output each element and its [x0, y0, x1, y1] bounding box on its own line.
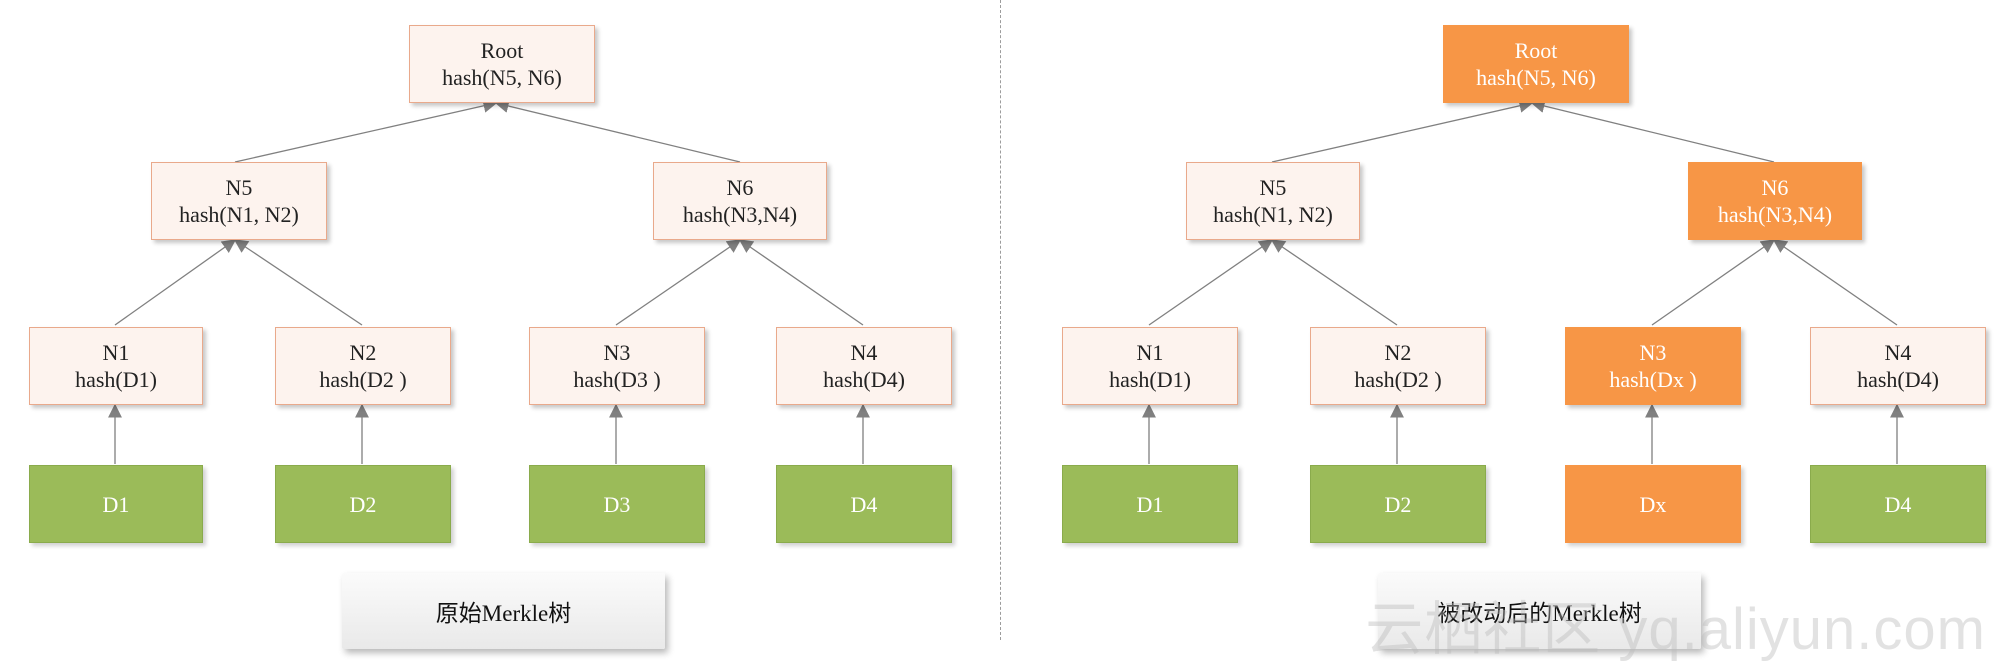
edge-n4-n6 — [738, 239, 864, 326]
watermark: 云栖社区 yq.aliyun.com — [1365, 597, 1986, 662]
data-label: D4 — [1884, 491, 1912, 517]
n5-node: N5 hash(N1, N2) — [1186, 162, 1360, 240]
node-title: N6 — [726, 175, 754, 200]
data-label: D4 — [850, 491, 878, 517]
n2-node: N2 hash(D2 ) — [1310, 327, 1486, 405]
node-title: N4 — [1884, 340, 1912, 365]
caption-text: 原始Merkle树 — [435, 601, 572, 626]
d2-block: D2 — [1310, 465, 1486, 543]
data-label: D2 — [349, 491, 377, 517]
node-hash: hash(D2 ) — [319, 367, 407, 392]
caption-modified-tree: 被改动后的Merkle树 — [1378, 573, 1701, 649]
data-label: Dx — [1639, 491, 1667, 517]
node-title: N1 — [1136, 340, 1164, 365]
d1-block: D1 — [1062, 465, 1238, 543]
edge-n5-root — [234, 98, 498, 163]
n4-node: N4 hash(D4) — [1810, 327, 1986, 405]
data-label: D1 — [1136, 491, 1164, 517]
d3-block: D3 — [529, 465, 705, 543]
node-title: N5 — [225, 175, 253, 200]
node-hash: hash(D3 ) — [573, 367, 661, 392]
edge-n2-n5 — [233, 239, 363, 326]
caption-original-tree: 原始Merkle树 — [342, 573, 665, 649]
caption-text: 被改动后的Merkle树 — [1437, 601, 1642, 626]
node-title: N3 — [1639, 340, 1667, 365]
data-label: D2 — [1384, 491, 1412, 517]
node-title: N4 — [850, 340, 878, 365]
node-title: Root — [1514, 38, 1558, 63]
n6-node: N6 hash(N3,N4) — [653, 162, 827, 240]
data-label: D1 — [102, 491, 130, 517]
node-hash: hash(N1, N2) — [1213, 202, 1333, 227]
n5-node: N5 hash(N1, N2) — [151, 162, 327, 240]
edge-n1-n5-r — [1148, 239, 1274, 326]
node-title: N6 — [1761, 175, 1789, 200]
node-hash: hash(D2 ) — [1354, 367, 1442, 392]
node-title: N2 — [1384, 340, 1412, 365]
node-hash: hash(N5, N6) — [1476, 65, 1596, 90]
node-hash: hash(N5, N6) — [442, 65, 562, 90]
node-title: N3 — [603, 340, 631, 365]
edge-n3-n6-r — [1651, 239, 1776, 326]
n3-node: N3 hash(D3 ) — [529, 327, 705, 405]
edge-n4-n6-r — [1772, 239, 1898, 326]
d1-block: D1 — [29, 465, 203, 543]
n3-node-modified: N3 hash(Dx ) — [1565, 327, 1741, 405]
node-hash: hash(D4) — [1857, 367, 1939, 392]
dx-block-modified: Dx — [1565, 465, 1741, 543]
node-title: N2 — [349, 340, 377, 365]
node-hash: hash(N1, N2) — [179, 202, 299, 227]
node-hash: hash(D1) — [1109, 367, 1191, 392]
edge-n1-n5 — [114, 239, 237, 326]
edge-n2-n5-r — [1270, 239, 1398, 326]
section-divider — [1000, 0, 1001, 640]
node-hash: hash(N3,N4) — [682, 202, 798, 227]
node-hash: hash(D4) — [823, 367, 905, 392]
n6-node-modified: N6 hash(N3,N4) — [1688, 162, 1862, 240]
data-label: D3 — [603, 491, 631, 517]
node-title: N5 — [1259, 175, 1287, 200]
d2-block: D2 — [275, 465, 451, 543]
n4-node: N4 hash(D4) — [776, 327, 952, 405]
edge-n6-root — [494, 99, 741, 163]
root-node: Root hash(N5, N6) — [409, 25, 595, 103]
root-node-modified: Root hash(N5, N6) — [1443, 25, 1629, 103]
d4-block: D4 — [1810, 465, 1986, 543]
n1-node: N1 hash(D1) — [29, 327, 203, 405]
node-hash: hash(D1) — [75, 367, 157, 392]
edge-n5-root-r — [1271, 98, 1534, 163]
node-hash: hash(Dx ) — [1609, 367, 1697, 392]
d4-block: D4 — [776, 465, 952, 543]
edge-n3-n6 — [615, 239, 742, 326]
n1-node: N1 hash(D1) — [1062, 327, 1238, 405]
node-hash: hash(N3,N4) — [1717, 202, 1833, 227]
node-title: Root — [480, 38, 524, 63]
node-title: N1 — [102, 340, 130, 365]
n2-node: N2 hash(D2 ) — [275, 327, 451, 405]
edge-n6-root-r — [1530, 99, 1775, 163]
